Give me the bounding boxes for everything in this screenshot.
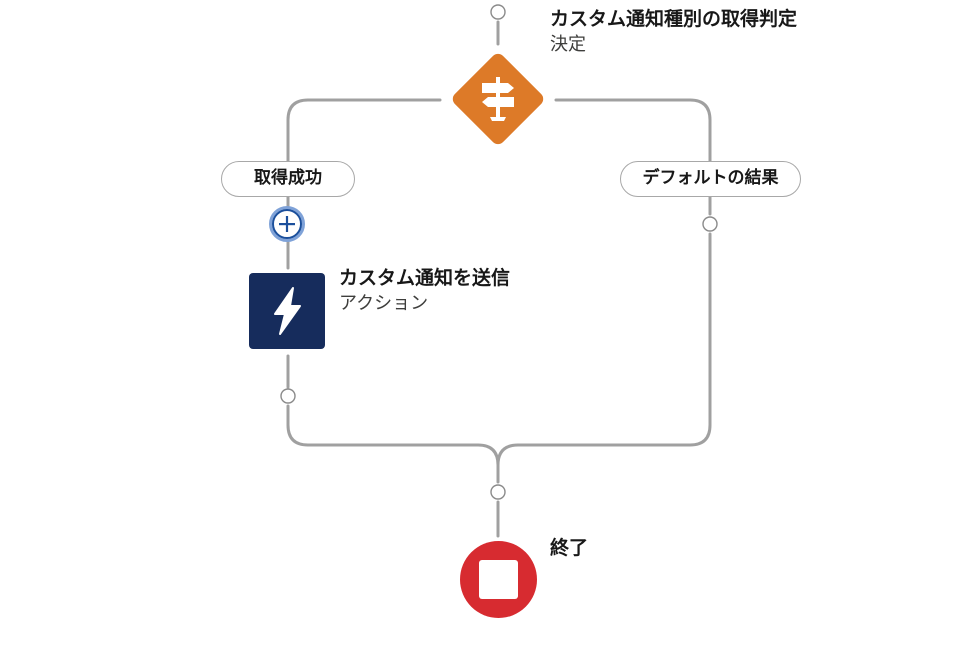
connector-endpoint[interactable]	[490, 484, 506, 500]
connector-decision-to-success	[286, 98, 442, 164]
connector-lines	[286, 20, 712, 538]
action-type-label: アクション	[339, 293, 429, 314]
lightning-bolt-icon	[274, 287, 301, 335]
decision-title: カスタム通知種別の取得判定	[550, 8, 798, 30]
connector-decision-to-default	[554, 98, 712, 164]
connector-endpoint[interactable]	[702, 216, 718, 232]
end-node[interactable]	[460, 541, 537, 618]
add-element-button[interactable]	[269, 206, 305, 242]
action-title: カスタム通知を送信	[339, 267, 511, 289]
plus-icon	[279, 216, 295, 232]
outcome-success-label[interactable]: 取得成功	[221, 161, 355, 197]
action-node[interactable]	[249, 273, 325, 349]
decision-type-label: 決定	[550, 34, 586, 55]
connector-action-to-merge	[286, 354, 500, 484]
stop-icon	[479, 560, 518, 599]
end-title: 終了	[550, 537, 589, 559]
connector-default-to-merge	[496, 195, 712, 467]
connector-endpoint[interactable]	[490, 4, 506, 20]
connector-endpoint[interactable]	[280, 388, 296, 404]
outcome-default-label[interactable]: デフォルトの結果	[620, 161, 801, 197]
signpost-icon	[482, 77, 514, 121]
